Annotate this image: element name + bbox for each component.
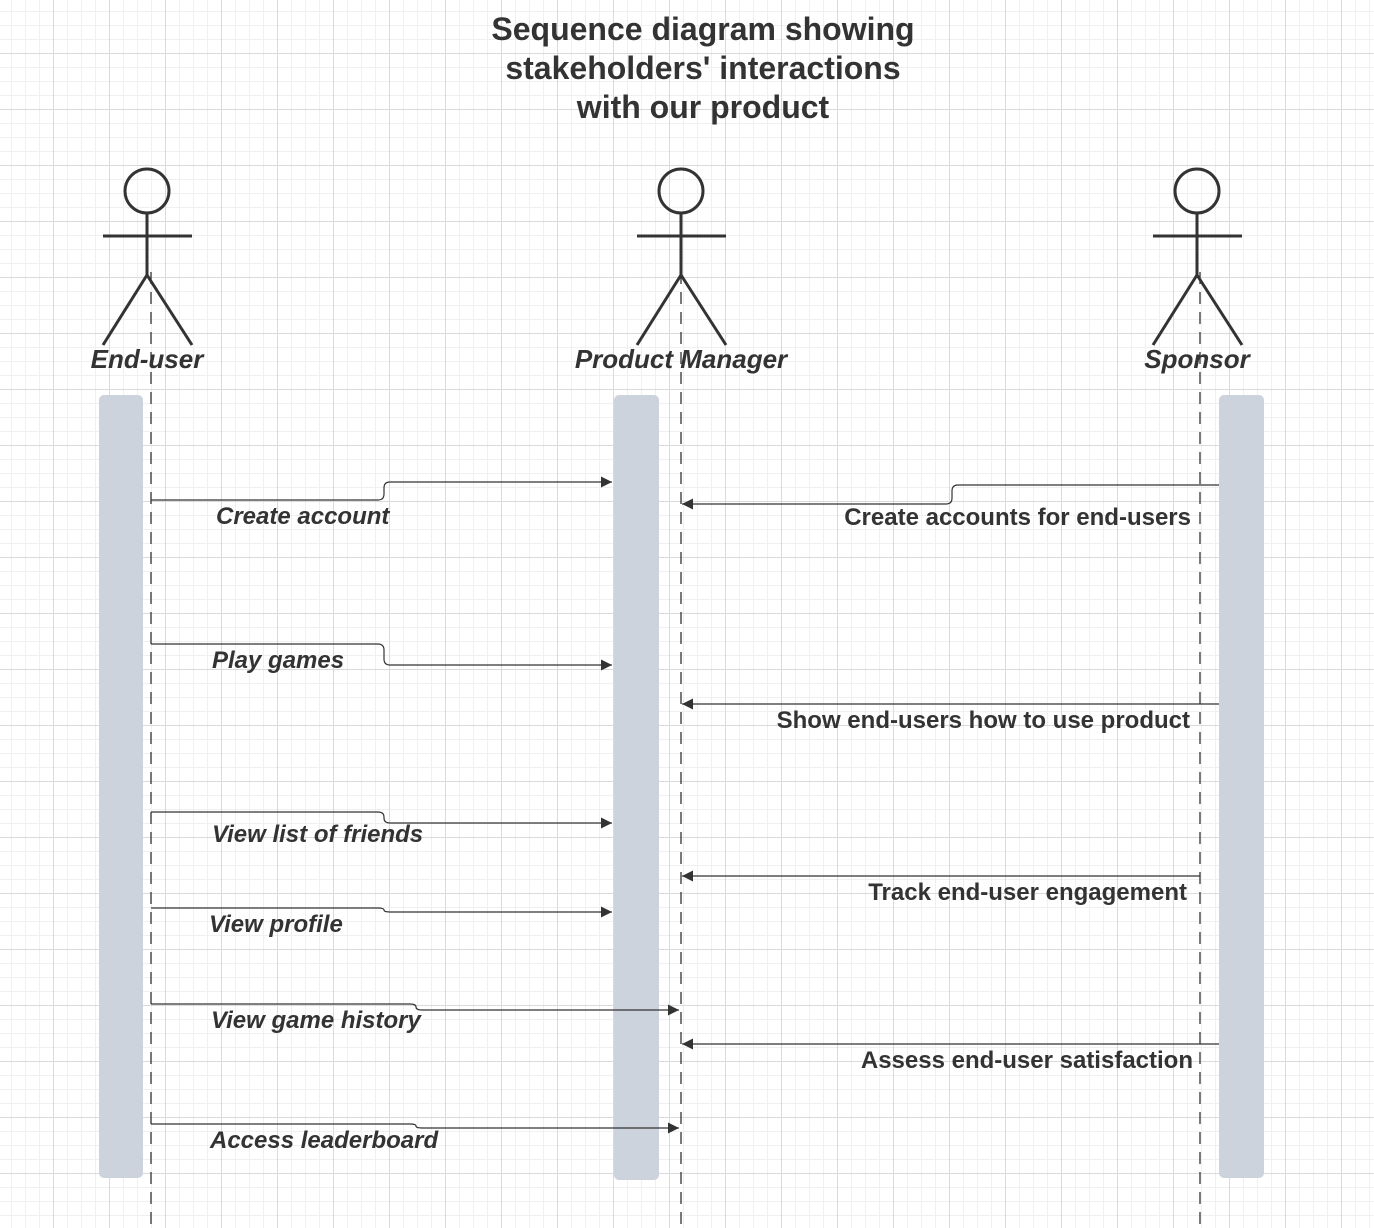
title-line-2: stakeholders' interactions bbox=[505, 50, 901, 86]
product-manager-actor-icon bbox=[635, 167, 728, 346]
access-leaderboard-arrow bbox=[151, 1122, 679, 1134]
end-user-actor-icon bbox=[101, 167, 194, 346]
end-user-label: End-user bbox=[91, 344, 206, 374]
activation-bar-sponsor bbox=[1219, 395, 1264, 1178]
create-account-arrow bbox=[151, 476, 612, 501]
play-games-arrow bbox=[151, 643, 612, 671]
view-profile-arrow bbox=[151, 906, 612, 918]
view-profile-label: View profile bbox=[209, 911, 343, 938]
access-leaderboard-label: Access leaderboard bbox=[209, 1127, 439, 1154]
view-list-of-friends-arrow bbox=[151, 811, 612, 829]
show-end-users-how-to-use-product-label: Show end-users how to use product bbox=[777, 707, 1190, 734]
create-account-label: Create account bbox=[216, 503, 390, 530]
sponsor-label: Sponsor bbox=[1144, 344, 1251, 374]
activation-bar-end-user bbox=[99, 395, 143, 1178]
sponsor-actor-icon bbox=[1151, 167, 1244, 346]
assess-end-user-satisfaction-label: Assess end-user satisfaction bbox=[861, 1047, 1193, 1074]
create-accounts-for-end-users-arrow bbox=[682, 484, 1219, 510]
track-end-user-engagement-label: Track end-user engagement bbox=[868, 879, 1187, 906]
view-list-of-friends-label: View list of friends bbox=[212, 821, 423, 848]
title-line-1: Sequence diagram showing bbox=[491, 11, 915, 47]
title-line-3: with our product bbox=[576, 89, 830, 125]
product-manager-label: Product Manager bbox=[575, 344, 789, 374]
create-accounts-for-end-users-label: Create accounts for end-users bbox=[844, 504, 1191, 531]
play-games-label: Play games bbox=[212, 647, 344, 674]
view-game-history-arrow bbox=[151, 1003, 679, 1016]
activation-bar-product-manager bbox=[614, 395, 659, 1180]
diagram-title: Sequence diagram showing stakeholders' i… bbox=[403, 10, 1003, 127]
view-game-history-label: View game history bbox=[211, 1007, 423, 1034]
